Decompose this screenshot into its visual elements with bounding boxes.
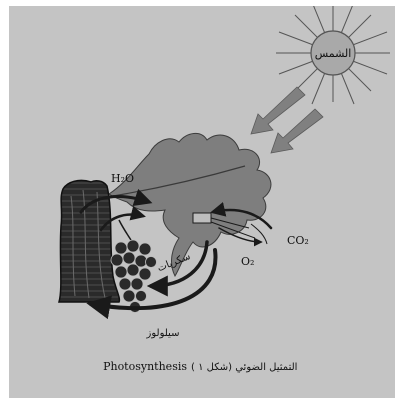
caption-english: Photosynthesis: [103, 360, 187, 373]
carbon-dioxide-label: CO₂: [287, 234, 309, 247]
diagram-canvas: الشمس: [9, 6, 395, 398]
water-label: H₂O: [111, 172, 134, 185]
tree-trunk: [59, 180, 119, 302]
oxygen-label: O₂: [241, 255, 254, 268]
figure-caption: Photosynthesis ( شكل ١) التمثيل الضوئي: [103, 360, 297, 373]
photosynthesis-diagram: الشمس: [9, 6, 395, 398]
cellulose-label: سيلولوز: [146, 328, 180, 339]
caption-arabic: ( شكل ١) التمثيل الضوئي: [191, 362, 297, 373]
sun-label: الشمس: [315, 47, 352, 60]
sun: الشمس: [276, 6, 390, 104]
sunlight-arrows: [251, 87, 323, 153]
